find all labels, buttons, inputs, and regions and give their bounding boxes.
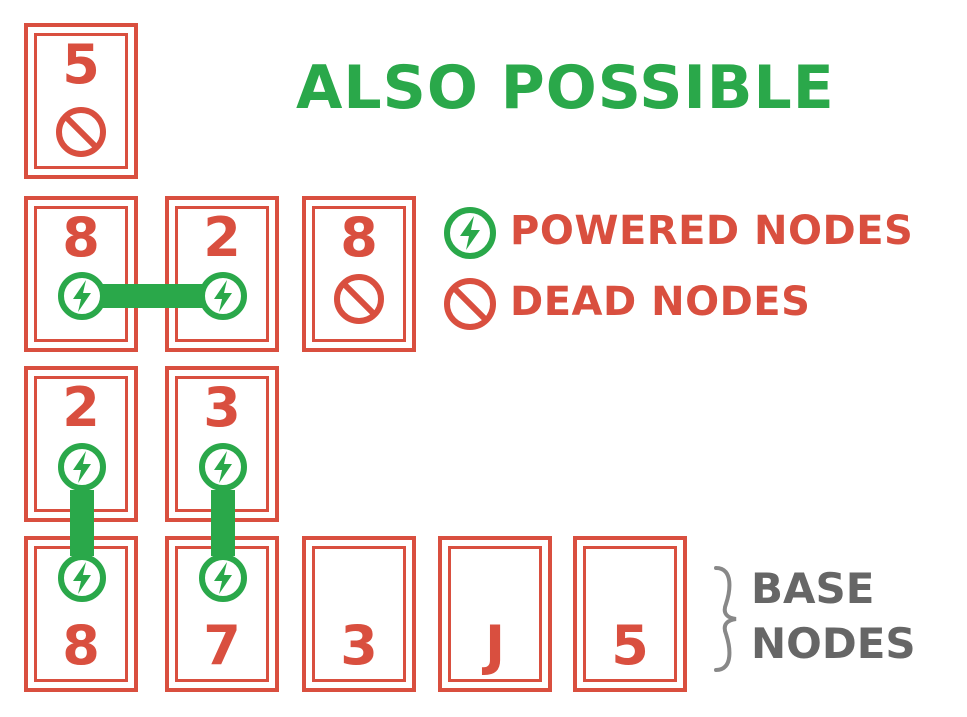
prohibited-icon <box>56 107 106 157</box>
card-j-base: J <box>438 536 552 692</box>
card-rank: 3 <box>340 614 378 677</box>
card-8-dead: 8 <box>302 196 416 352</box>
legend-dead-label: DEAD NODES <box>510 279 811 325</box>
card-rank: 7 <box>203 614 241 677</box>
card-rank: 5 <box>62 33 100 96</box>
card-rank: 8 <box>340 206 378 269</box>
card-rank: 3 <box>203 376 241 439</box>
legend-powered-label: POWERED NODES <box>510 208 914 254</box>
card-5-base: 5 <box>573 536 687 692</box>
card-rank: 8 <box>62 206 100 269</box>
card-8-base-powered: 8 <box>24 536 138 692</box>
curly-brace-icon <box>714 566 737 672</box>
card-2-powered: 2 <box>165 196 279 352</box>
card-5-dead: 5 <box>24 23 138 179</box>
card-2-powered: 2 <box>24 366 138 522</box>
card-rank: 2 <box>203 206 241 269</box>
prohibited-icon <box>334 274 384 324</box>
card-rank: 2 <box>62 376 100 439</box>
card-7-base-powered: 7 <box>165 536 279 692</box>
prohibited-circle-icon <box>444 278 496 330</box>
base-nodes-label-line1: BASE <box>751 564 875 613</box>
card-8-powered: 8 <box>24 196 138 352</box>
base-nodes-label-line2: NODES <box>751 619 916 668</box>
card-rank: 8 <box>62 614 100 677</box>
lightning-bolt-circle-icon <box>444 207 496 259</box>
page-title: ALSO POSSIBLE <box>296 53 835 123</box>
card-3-powered: 3 <box>165 366 279 522</box>
card-3-base: 3 <box>302 536 416 692</box>
card-rank: 5 <box>611 614 649 677</box>
card-rank: J <box>484 614 506 677</box>
